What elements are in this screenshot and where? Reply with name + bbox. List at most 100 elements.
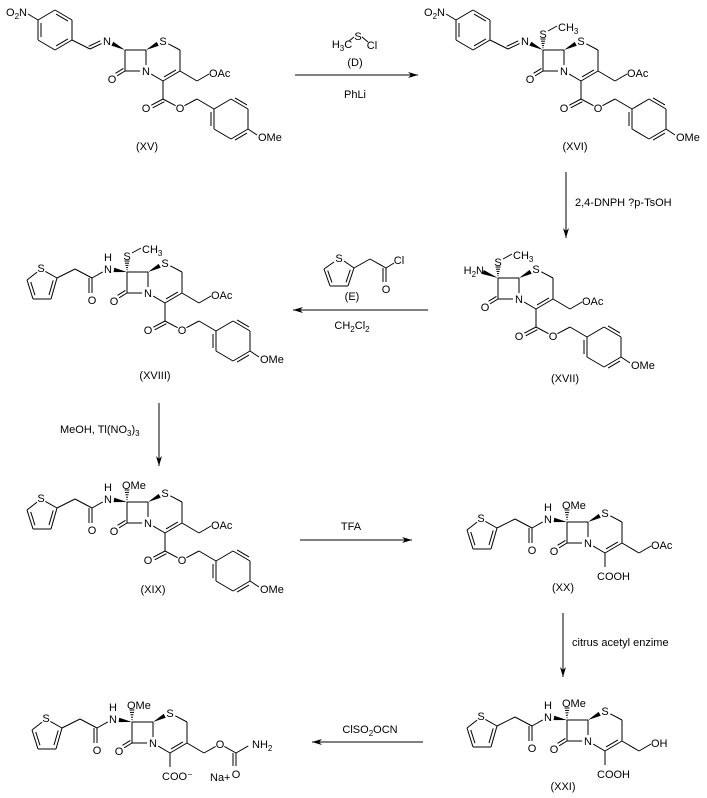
atom-label: S: [601, 508, 608, 520]
atom-label: S: [37, 263, 44, 275]
bond: [55, 727, 63, 750]
bond: [162, 98, 176, 107]
bond: [198, 550, 217, 562]
bond: [165, 521, 179, 530]
bond: [648, 98, 667, 110]
wedge-bond: [148, 493, 161, 502]
bond: [215, 550, 234, 562]
bond: [385, 262, 395, 269]
atom-label: S: [42, 713, 49, 725]
bond: [569, 98, 582, 106]
bond: [35, 731, 41, 746]
bond: [26, 501, 38, 511]
atom-label: O2N: [6, 7, 27, 21]
atom-label: O2N: [424, 7, 445, 21]
wedge-bond: [564, 41, 577, 50]
compound-label: (XIX): [140, 584, 165, 596]
atom-label: CH3: [142, 244, 163, 258]
bond: [323, 268, 331, 287]
bond: [186, 550, 200, 559]
bond: [472, 9, 491, 21]
atom-label: S: [161, 488, 168, 500]
bond: [569, 326, 588, 338]
atom-label: O: [550, 546, 559, 558]
bond: [56, 268, 76, 279]
bond: [153, 320, 166, 328]
atom-label: N: [560, 66, 568, 78]
bond: [535, 298, 554, 310]
atom-label: O: [515, 331, 524, 343]
bond: [169, 742, 188, 754]
bond: [164, 522, 183, 534]
reagent-e-label: (E): [345, 291, 360, 303]
bond: [151, 98, 164, 106]
bond: [552, 298, 571, 310]
bond: [61, 718, 81, 729]
bond: [162, 70, 181, 82]
bond: [466, 521, 478, 531]
bond: [557, 540, 566, 546]
atom-label: O: [550, 744, 559, 756]
reagent-labels: (D) PhLi 2,4-DNPH ?p-TsOH (E) CH2Cl2 MeO…: [60, 57, 672, 738]
bond: [164, 320, 178, 329]
atom-label: O: [528, 545, 537, 557]
atom-label: S: [123, 251, 130, 263]
reagent-step5: TFA: [341, 521, 362, 533]
atom-label: N: [521, 36, 529, 48]
atom-label: COOH: [597, 769, 630, 781]
bond: [525, 329, 538, 337]
bond: [165, 291, 179, 300]
bond: [455, 39, 474, 51]
bond: [50, 507, 58, 530]
bond: [215, 350, 234, 362]
wedge-bond: [553, 517, 567, 523]
bond: [488, 530, 494, 546]
bond: [118, 522, 128, 529]
bond: [327, 270, 333, 283]
bond: [610, 713, 623, 721]
bond: [30, 281, 36, 296]
bond: [37, 9, 56, 21]
bond: [117, 290, 126, 296]
bond: [164, 550, 178, 559]
bond: [507, 43, 520, 50]
atom-label: H: [104, 252, 112, 264]
wedge-bond: [153, 713, 166, 722]
bond: [31, 721, 43, 731]
atom-label: S: [494, 257, 501, 269]
bond: [27, 13, 39, 21]
wedge-bond: [113, 497, 127, 503]
bond: [181, 522, 200, 534]
bond: [607, 325, 621, 334]
bond: [604, 740, 623, 752]
atom-label: O: [108, 74, 117, 86]
bond: [621, 542, 640, 554]
bond: [489, 298, 499, 305]
atom-label: OAc: [211, 290, 233, 302]
atom-label: O: [481, 302, 490, 314]
atom-label: OMe: [260, 354, 284, 366]
bond: [153, 550, 166, 558]
compound-label: (XVI): [562, 141, 587, 153]
bond: [603, 326, 622, 338]
bond: [523, 301, 537, 310]
bond: [524, 326, 537, 334]
bond: [122, 740, 131, 746]
atom-label: O: [232, 769, 241, 781]
bond: [249, 350, 260, 358]
bond: [638, 545, 652, 554]
bond: [31, 729, 39, 750]
bond: [56, 498, 76, 509]
bond: [45, 501, 58, 509]
atom-label: S: [601, 706, 608, 718]
atom-label: H: [544, 700, 552, 712]
bond: [157, 745, 171, 754]
bond: [236, 549, 250, 558]
bond: [533, 68, 542, 74]
atom-label: O: [594, 103, 603, 115]
atom-label: N: [144, 518, 152, 530]
